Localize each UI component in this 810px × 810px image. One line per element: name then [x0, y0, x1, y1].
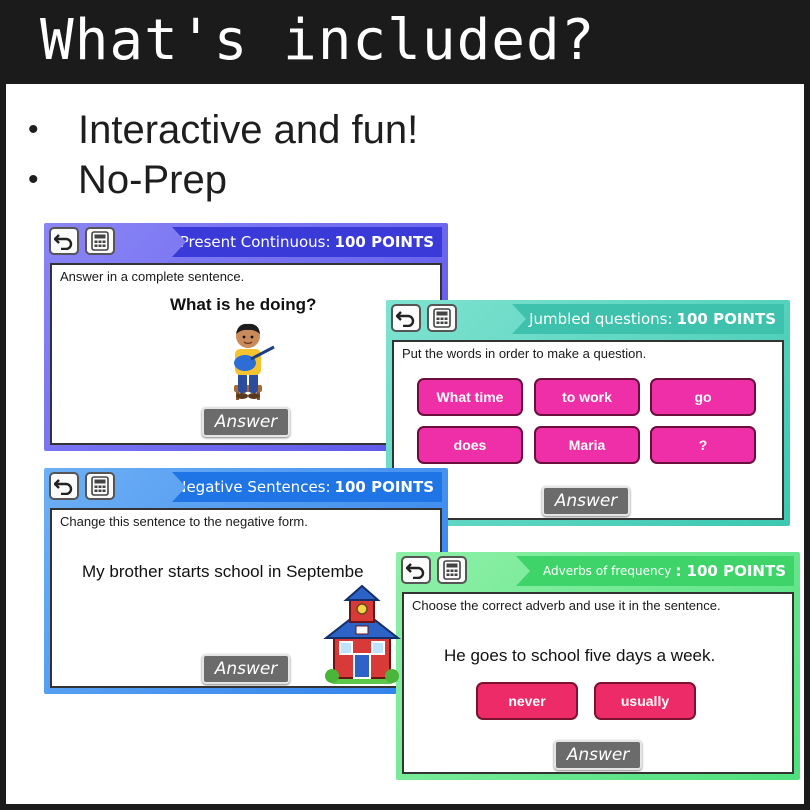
- card-title: Adverbs of frequency: [543, 564, 672, 578]
- word-tile[interactable]: Maria: [534, 426, 640, 464]
- back-button[interactable]: [49, 472, 79, 500]
- calculator-button[interactable]: [427, 304, 457, 332]
- answer-button[interactable]: Answer: [202, 654, 290, 684]
- card-title: Present Continuous:: [179, 233, 331, 251]
- card-title: Jumbled questions:: [529, 310, 673, 328]
- word-tile[interactable]: go: [650, 378, 756, 416]
- card-points: 100 POINTS: [334, 478, 434, 496]
- calculator-button[interactable]: [85, 472, 115, 500]
- card-points: 100 POINTS: [334, 233, 434, 251]
- card-present-continuous: Present Continuous: 100 POINTS Answer in…: [44, 223, 448, 451]
- boy-guitar-illustration: [234, 323, 275, 400]
- card-adverbs-of-frequency: Adverbs of frequency : 100 POINTS Choose…: [396, 552, 800, 780]
- schoolhouse-illustration: [323, 584, 401, 684]
- calculator-icon: [91, 231, 109, 251]
- card-instruction: Choose the correct adverb and use it in …: [412, 598, 721, 613]
- bullet-dot: •: [28, 113, 39, 146]
- feature-item: • Interactive and fun!: [28, 105, 418, 155]
- card-jumbled-questions: Jumbled questions: 100 POINTS Put the wo…: [386, 300, 790, 526]
- back-arrow-icon: [54, 479, 73, 495]
- card-toolbar: Adverbs of frequency : 100 POINTS: [396, 552, 800, 586]
- card-question: My brother starts school in Septembe: [82, 562, 364, 581]
- page-title: What's included?: [40, 8, 596, 73]
- word-tile[interactable]: ?: [650, 426, 756, 464]
- card-toolbar: Present Continuous: 100 POINTS: [44, 223, 448, 257]
- card-body: Put the words in order to make a questio…: [392, 340, 784, 520]
- card-question: He goes to school five days a week.: [444, 646, 716, 665]
- word-tile[interactable]: does: [417, 426, 523, 464]
- card-body: Choose the correct adverb and use it in …: [402, 592, 794, 774]
- calculator-button[interactable]: [85, 227, 115, 255]
- header-bar: What's included?: [0, 0, 810, 84]
- calculator-button[interactable]: [437, 556, 467, 584]
- calculator-icon: [443, 560, 461, 580]
- card-title-banner: Present Continuous: 100 POINTS: [172, 227, 442, 257]
- back-button[interactable]: [401, 556, 431, 584]
- feature-label: No-Prep: [78, 157, 227, 202]
- answer-button[interactable]: Answer: [202, 407, 290, 437]
- card-instruction: Answer in a complete sentence.: [60, 269, 245, 284]
- bullet-dot: •: [28, 163, 39, 196]
- card-title-banner: Adverbs of frequency : 100 POINTS: [516, 556, 794, 586]
- feature-item: • No-Prep: [28, 155, 418, 205]
- back-arrow-icon: [396, 311, 415, 327]
- feature-list: • Interactive and fun! • No-Prep: [28, 105, 418, 205]
- back-button[interactable]: [391, 304, 421, 332]
- back-arrow-icon: [406, 563, 425, 579]
- adverb-option[interactable]: usually: [594, 682, 696, 720]
- word-tile[interactable]: to work: [534, 378, 640, 416]
- calculator-icon: [433, 308, 451, 328]
- card-title-banner: Negative Sentences: 100 POINTS: [172, 472, 442, 502]
- answer-button[interactable]: Answer: [554, 740, 642, 770]
- card-title: Negative Sentences:: [175, 478, 331, 496]
- card-toolbar: Negative Sentences: 100 POINTS: [44, 468, 448, 502]
- calculator-icon: [91, 476, 109, 496]
- card-instruction: Put the words in order to make a questio…: [402, 346, 647, 361]
- back-button[interactable]: [49, 227, 79, 255]
- card-points: : 100 POINTS: [675, 562, 786, 580]
- card-body: Answer in a complete sentence. What is h…: [50, 263, 442, 445]
- feature-label: Interactive and fun!: [78, 107, 419, 152]
- card-points: 100 POINTS: [676, 310, 776, 328]
- card-instruction: Change this sentence to the negative for…: [60, 514, 308, 529]
- adverb-option[interactable]: never: [476, 682, 578, 720]
- word-tile[interactable]: What time: [417, 378, 523, 416]
- back-arrow-icon: [54, 234, 73, 250]
- answer-button[interactable]: Answer: [542, 486, 630, 516]
- card-question: What is he doing?: [170, 295, 317, 314]
- card-title-banner: Jumbled questions: 100 POINTS: [512, 304, 784, 334]
- card-toolbar: Jumbled questions: 100 POINTS: [386, 300, 790, 334]
